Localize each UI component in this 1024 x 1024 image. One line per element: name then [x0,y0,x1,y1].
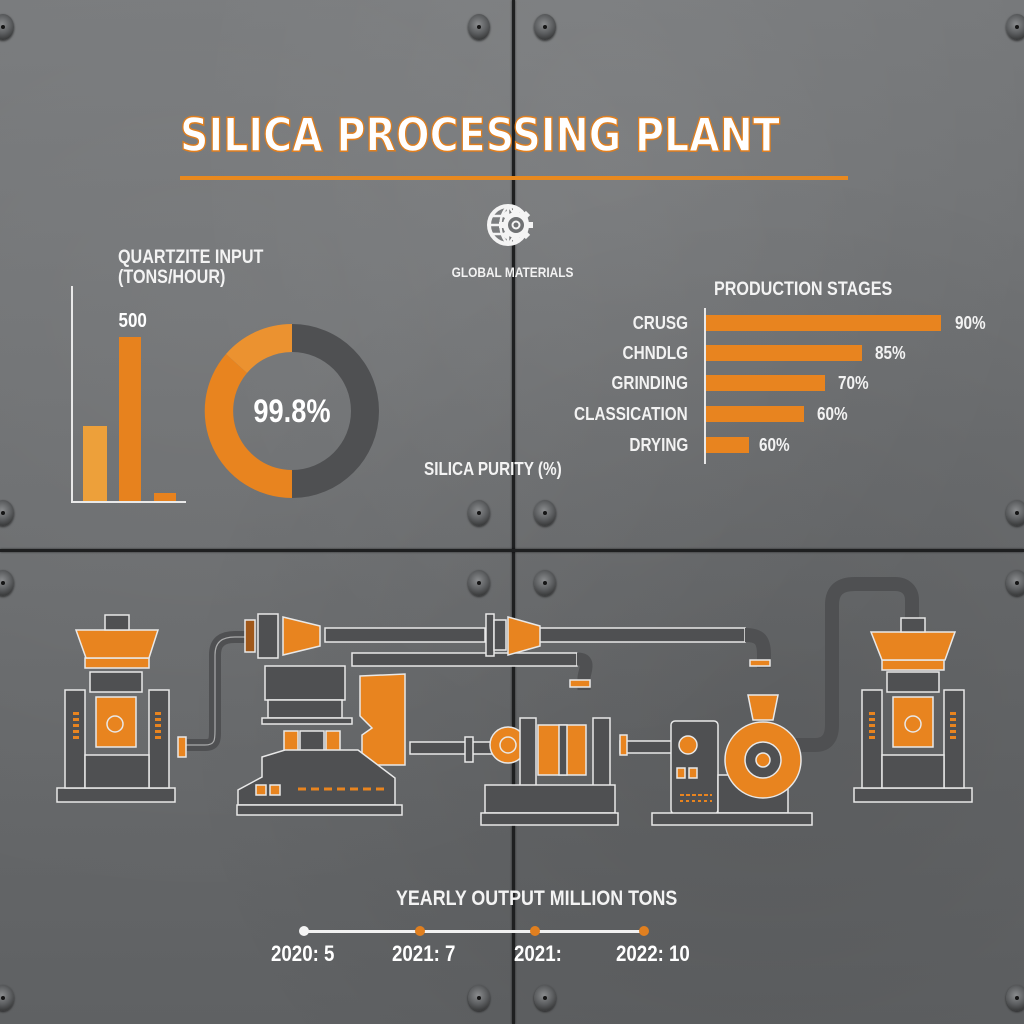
quartzite-bar-2 [119,337,141,501]
bar-chart-y-axis [71,286,73,502]
stage-name: CLASSICATION [574,404,688,424]
processing-line-illustration [56,577,973,826]
logo-label: GLOBAL MATERIALS [451,264,574,280]
bolt-icon [468,570,490,596]
stage-name: GRINDING [611,373,689,393]
bolt-icon [534,570,556,596]
timeline-dot [639,926,649,936]
stage-row: GRINDING 70% [560,373,1020,394]
stage-row: CHNDLG 85% [560,343,1020,364]
panel-seam-vertical [512,0,515,1024]
bolt-icon [468,985,490,1011]
bar-chart-x-axis [71,501,186,503]
quartzite-bar-1 [83,426,107,501]
stage-bar [706,315,941,331]
timeline-label: 2021: 7 [392,941,456,966]
stage-row: CLASSICATION 60% [560,404,1020,425]
quartzite-title-line1: QUARTZITE INPUT [118,247,264,268]
timeline-label: 2020: 5 [271,941,335,966]
quartzite-bar-3 [154,493,176,501]
purity-donut-chart [204,323,379,499]
bolt-icon [1006,14,1024,40]
bolt-icon [468,500,490,526]
stage-bar [706,437,749,453]
stage-value: 60% [759,435,790,455]
stage-value: 85% [875,343,906,363]
bolt-icon [1006,500,1024,526]
globe-gear-icon [487,204,533,246]
title-underline [180,176,848,180]
timeline-line [303,930,646,933]
stage-name: CRUSG [632,313,688,333]
timeline-label: 2021: [514,941,562,966]
stage-row: CRUSG 90% [560,313,1020,334]
bolt-icon [0,500,14,526]
timeline-dot [530,926,540,936]
production-stages-axis [704,308,706,464]
yearly-output-title: YEARLY OUTPUT MILLION TONS [396,887,678,910]
stage-name: CHNDLG [622,343,688,363]
page-title: SILICA PROCESSING PLANT [179,107,780,163]
bolt-icon [1006,985,1024,1011]
bolt-icon [1006,570,1024,596]
stage-bar [706,345,862,361]
timeline-dot [415,926,425,936]
stage-bar [706,375,825,391]
stage-value: 90% [955,313,986,333]
panel-seam-horizontal [0,549,1024,552]
purity-value: 99.8% [253,393,331,429]
quartzite-chart-title: QUARTZITE INPUT (TONS/HOUR) [118,248,263,288]
production-stages-title: PRODUCTION STAGES [714,279,893,300]
stage-value: 70% [838,373,869,393]
stage-bar [706,406,804,422]
stage-value: 60% [817,404,848,424]
timeline-label: 2022: 10 [616,941,690,966]
bolt-icon [534,985,556,1011]
quartzite-bar-value: 500 [118,310,147,332]
bolt-icon [534,500,556,526]
bolt-icon [534,14,556,40]
stage-name: DRYING [629,435,688,455]
purity-label: SILICA PURITY (%) [424,459,562,479]
bolt-icon [0,570,14,596]
timeline-dot [299,926,309,936]
quartzite-title-line2: (TONS/HOUR) [118,267,226,288]
bolt-icon [0,985,14,1011]
stage-row: DRYING 60% [560,435,1020,456]
bolt-icon [0,14,14,40]
bolt-icon [468,14,490,40]
